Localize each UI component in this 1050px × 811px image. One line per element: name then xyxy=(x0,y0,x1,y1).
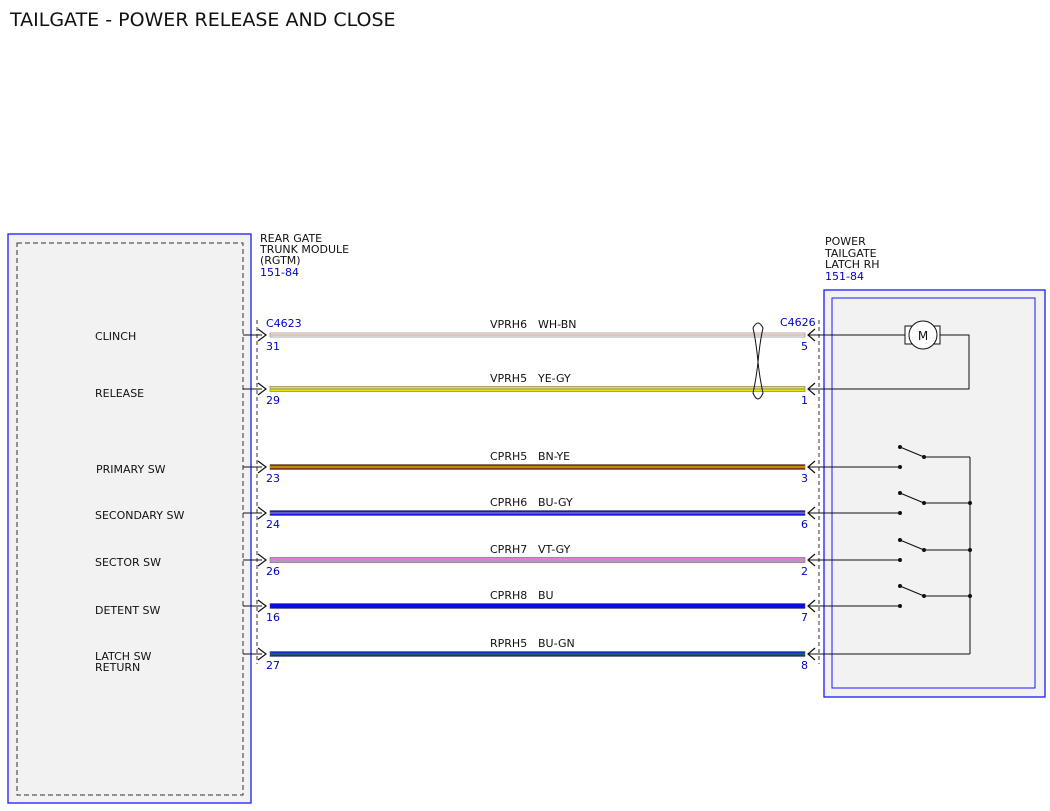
wire-color-label: YE-GY xyxy=(537,372,571,385)
pin-left: 27 xyxy=(266,659,280,672)
switch-icon xyxy=(822,584,972,608)
wire-circuit-label: CPRH5 xyxy=(490,450,527,463)
rgtm-name-line-3: (RGTM) xyxy=(260,254,301,267)
rgtm-module xyxy=(7,233,252,804)
wire-color-label: BU-GN xyxy=(538,637,575,650)
pin-left: 24 xyxy=(266,518,280,531)
latch-inner-outline xyxy=(831,297,1036,689)
rgtm-module-inner-outline xyxy=(16,242,244,796)
latch-label: POWER TAILGATE LATCH RH 151-84 xyxy=(824,235,880,283)
connector-arrow-left-icon xyxy=(257,382,267,396)
signal-label-primary-sw: PRIMARY SW xyxy=(96,463,166,476)
pin-right: 3 xyxy=(801,472,808,485)
signal-label-detent-sw: DETENT SW xyxy=(95,604,161,617)
twisted-pair-icon xyxy=(752,322,764,400)
pin-left: 31 xyxy=(266,340,280,353)
pin-right: 2 xyxy=(801,565,808,578)
pin-left: 23 xyxy=(266,472,280,485)
pin-right: 1 xyxy=(801,394,808,407)
wire-color-label: WH-BN xyxy=(538,318,577,331)
rgtm-module-label: REAR GATE TRUNK MODULE (RGTM) 151-84 xyxy=(259,232,349,279)
rgtm-name-line-1: REAR GATE xyxy=(260,232,322,245)
latch-ref-link[interactable]: 151-84 xyxy=(825,270,864,283)
signal-label-clinch: CLINCH xyxy=(95,330,136,343)
motor-icon: M xyxy=(818,320,970,390)
latch-name-line-2: TAILGATE xyxy=(824,247,877,260)
pin-right: 6 xyxy=(801,518,808,531)
wire-circuit-label: CPRH6 xyxy=(490,496,527,509)
connector-arrow-left-icon xyxy=(257,553,267,567)
signal-label-sector-sw: SECTOR SW xyxy=(95,556,161,569)
switch-icon xyxy=(822,538,972,562)
switch-icon xyxy=(822,445,970,469)
signal-label-secondary-sw: SECONDARY SW xyxy=(95,509,184,522)
wire-circuit-label: VPRH5 xyxy=(490,372,527,385)
latch-component xyxy=(823,289,1046,698)
pin-right: 7 xyxy=(801,611,808,624)
wire-color-label: BU xyxy=(538,589,554,602)
rgtm-signal-labels: CLINCH RELEASE PRIMARY SW SECONDARY SW S… xyxy=(95,330,184,674)
wire-rprh5: RPRH5 BU-GN 27 8 xyxy=(243,637,822,672)
connector-c4626-label: C4626 xyxy=(780,316,816,329)
connector-c4623-label: C4623 xyxy=(266,317,302,330)
page-title: TAILGATE - POWER RELEASE AND CLOSE xyxy=(9,9,396,31)
signal-label-latch-sw-return-1: LATCH SW xyxy=(95,650,152,663)
connector-arrow-left-icon xyxy=(257,506,267,520)
signal-label-release: RELEASE xyxy=(95,387,144,400)
latch-name-line-3: LATCH RH xyxy=(825,258,880,271)
latch-switches xyxy=(822,445,972,655)
pin-left: 26 xyxy=(266,565,280,578)
wire-circuit-label: VPRH6 xyxy=(490,318,527,331)
latch-name-line-1: POWER xyxy=(825,235,866,248)
connector-arrow-left-icon xyxy=(257,647,267,661)
wire-vprh5: VPRH5 YE-GY 29 1 xyxy=(243,372,822,407)
wire-color-label: BN-YE xyxy=(538,450,570,463)
wire-cprh5: CPRH5 BN-YE 23 3 xyxy=(243,450,822,485)
pin-left: 29 xyxy=(266,394,280,407)
rgtm-module-outline xyxy=(7,233,252,804)
signal-label-latch-sw-return-2: RETURN xyxy=(95,661,140,674)
wire-circuit-label: CPRH7 xyxy=(490,543,527,556)
latch-outline xyxy=(823,289,1046,698)
connector-arrow-left-icon xyxy=(257,328,267,342)
wire-color-label: BU-GY xyxy=(538,496,573,509)
rgtm-ref-link[interactable]: 151-84 xyxy=(260,266,299,279)
pin-right: 5 xyxy=(801,340,808,353)
pin-left: 16 xyxy=(266,611,280,624)
wire-vprh6: VPRH6 WH-BN 31 5 xyxy=(243,318,822,353)
wire-cprh7: CPRH7 VT-GY 26 2 xyxy=(243,543,822,578)
switch-icon xyxy=(822,491,972,515)
connector-arrow-left-icon xyxy=(257,460,267,474)
rgtm-name-line-2: TRUNK MODULE xyxy=(259,243,349,256)
wire-cprh6: CPRH6 BU-GY 24 6 xyxy=(243,496,822,531)
wire-circuit-label: CPRH8 xyxy=(490,589,527,602)
wire-color-label: VT-GY xyxy=(538,543,571,556)
motor-symbol-label: M xyxy=(918,329,928,343)
wire-cprh8: CPRH8 BU 16 7 xyxy=(243,589,822,624)
connector-arrow-left-icon xyxy=(257,599,267,613)
wire-circuit-label: RPRH5 xyxy=(490,637,527,650)
pin-right: 8 xyxy=(801,659,808,672)
